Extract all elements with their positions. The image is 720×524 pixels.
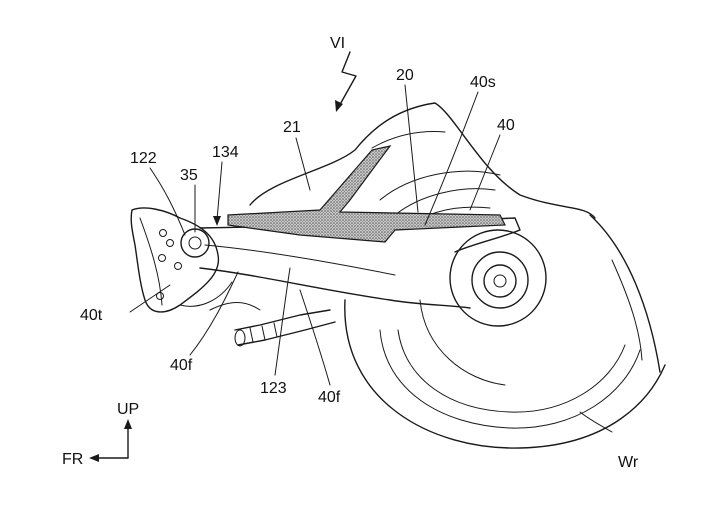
leader-lines xyxy=(129,84,613,433)
label-fr: FR xyxy=(62,451,83,468)
wheel-hub xyxy=(449,229,547,327)
label-40s: 40s xyxy=(470,74,496,91)
label-123: 123 xyxy=(260,380,287,397)
label-40f-right: 40f xyxy=(318,389,341,406)
label-40: 40 xyxy=(497,117,515,134)
label-40f-left: 40f xyxy=(170,357,193,374)
frame-member xyxy=(227,145,506,243)
label-20: 20 xyxy=(396,67,414,84)
shock-absorber xyxy=(234,309,336,347)
rear-wheel xyxy=(344,214,666,449)
label-up: UP xyxy=(117,401,139,418)
label-wr: Wr xyxy=(618,454,639,471)
label-vi: VI xyxy=(330,35,345,52)
direction-arrows xyxy=(89,419,132,462)
label-122: 122 xyxy=(130,150,157,167)
front-bracket xyxy=(130,207,261,313)
label-134: 134 xyxy=(212,144,239,161)
label-40t: 40t xyxy=(80,307,103,324)
view-indicator xyxy=(335,51,357,112)
swing-arm xyxy=(199,217,521,309)
label-35: 35 xyxy=(180,167,198,184)
label-21: 21 xyxy=(283,119,301,136)
rear-body-cover xyxy=(249,102,596,229)
